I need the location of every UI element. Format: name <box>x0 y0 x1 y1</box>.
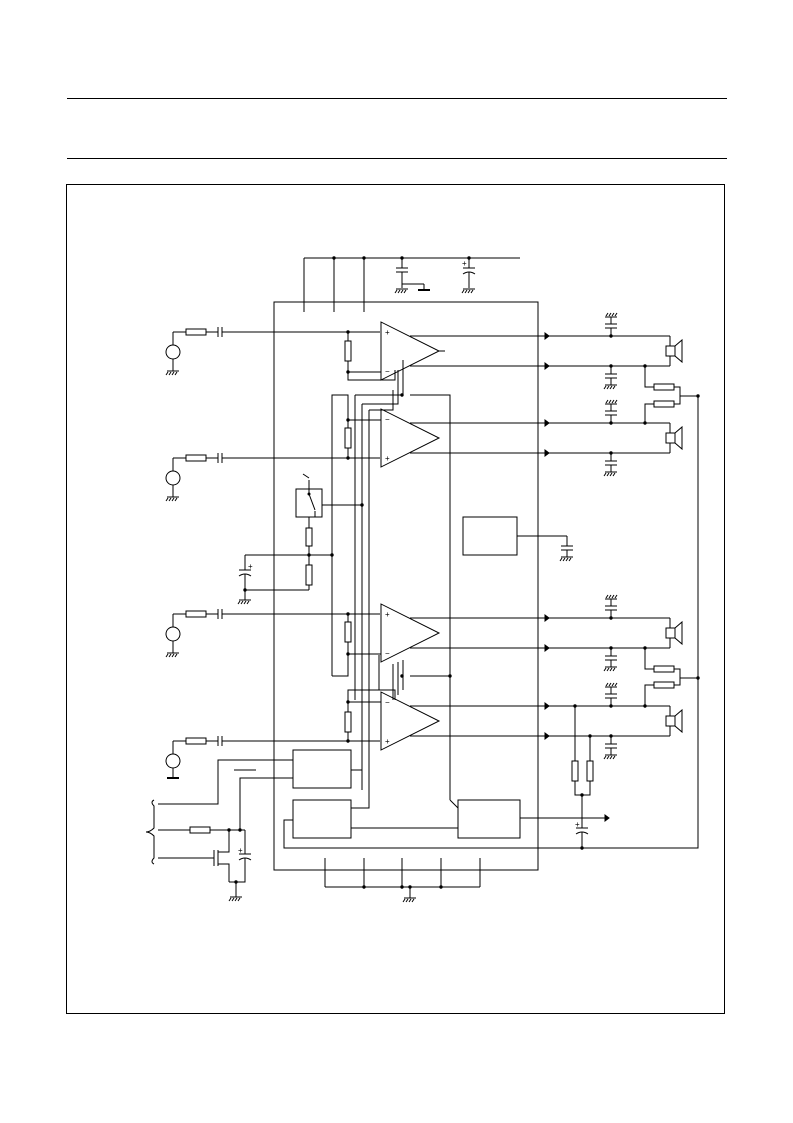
header-rule-top <box>67 98 727 99</box>
polarity-mark: + <box>575 820 580 829</box>
speaker-icon <box>665 423 683 453</box>
resistor-icon <box>344 340 352 362</box>
op-amp-4: − + <box>380 691 441 751</box>
resistor-icon <box>189 826 211 834</box>
ground-icon <box>394 288 408 294</box>
resistor-icon <box>344 621 352 643</box>
resistor-icon <box>344 711 352 733</box>
speaker-icon <box>665 336 683 366</box>
polarity-mark: + <box>238 846 243 855</box>
op-amp-icon <box>380 691 441 751</box>
minus-pin-label: − <box>385 415 390 424</box>
voltage-source-icon <box>165 753 181 769</box>
resistor-icon <box>185 328 207 336</box>
minus-pin-label: − <box>385 649 390 658</box>
input-channel-3 <box>165 609 380 658</box>
supply-capacitor-1 <box>396 258 430 291</box>
header-rule-bottom <box>67 158 727 159</box>
amplifier-outputs <box>410 332 550 740</box>
output-section-2 <box>549 399 683 477</box>
resistor-icon <box>185 454 207 462</box>
op-amp-2: − + <box>380 408 441 468</box>
resistor-icon <box>586 760 594 782</box>
output-section-1 <box>549 312 698 405</box>
input-channel-2 <box>165 453 380 502</box>
resistor-icon <box>653 681 675 689</box>
resistor-icon <box>653 400 675 408</box>
mode-switch-block: + <box>237 473 364 605</box>
control-block-3 <box>449 799 610 839</box>
ground-pins <box>324 858 481 903</box>
resistor-icon <box>653 665 675 673</box>
plus-pin-label: + <box>385 737 390 746</box>
resistor-icon <box>305 527 313 547</box>
control-block-1 <box>158 404 363 830</box>
resistor-icon <box>571 760 579 782</box>
resistor-icon <box>305 564 313 586</box>
internal-bus <box>410 394 452 800</box>
resistor-icon <box>344 427 352 449</box>
plus-pin-label: + <box>385 610 390 619</box>
ic-outline <box>273 301 539 871</box>
op-amp-icon <box>380 321 441 381</box>
output-section-4 <box>549 681 683 760</box>
supply-rail <box>303 256 520 312</box>
figure-frame <box>66 184 725 1014</box>
speaker-icon <box>665 618 683 648</box>
minus-pin-label: − <box>385 698 390 707</box>
voltage-source-icon <box>165 470 181 486</box>
switch-icon <box>307 480 316 517</box>
transistor-icon <box>158 830 230 882</box>
op-amp-3: + − <box>380 603 441 663</box>
output-divider: + <box>571 394 700 850</box>
voltage-source-icon <box>165 626 181 642</box>
input-channel-1 <box>165 327 380 376</box>
polarity-mark: + <box>248 562 253 571</box>
output-section-3 <box>549 594 700 686</box>
polarity-mark: + <box>462 259 467 268</box>
plus-pin-label: + <box>385 328 390 337</box>
voltage-source-icon <box>165 344 181 360</box>
speaker-icon <box>665 706 683 736</box>
plus-pin-label: + <box>385 454 390 463</box>
input-channel-4 <box>165 736 380 779</box>
op-amp-1: + − <box>380 321 445 381</box>
supply-capacitor-2: + <box>461 258 476 294</box>
feedback-network <box>330 330 404 800</box>
minus-pin-label: − <box>385 367 390 376</box>
resistor-icon <box>185 610 207 618</box>
op-amp-icon <box>380 408 441 468</box>
resistor-icon <box>653 383 675 391</box>
mute-circuit: + <box>145 799 252 902</box>
internal-block <box>462 516 573 562</box>
resistor-icon <box>185 737 207 745</box>
op-amp-icon <box>380 603 441 663</box>
